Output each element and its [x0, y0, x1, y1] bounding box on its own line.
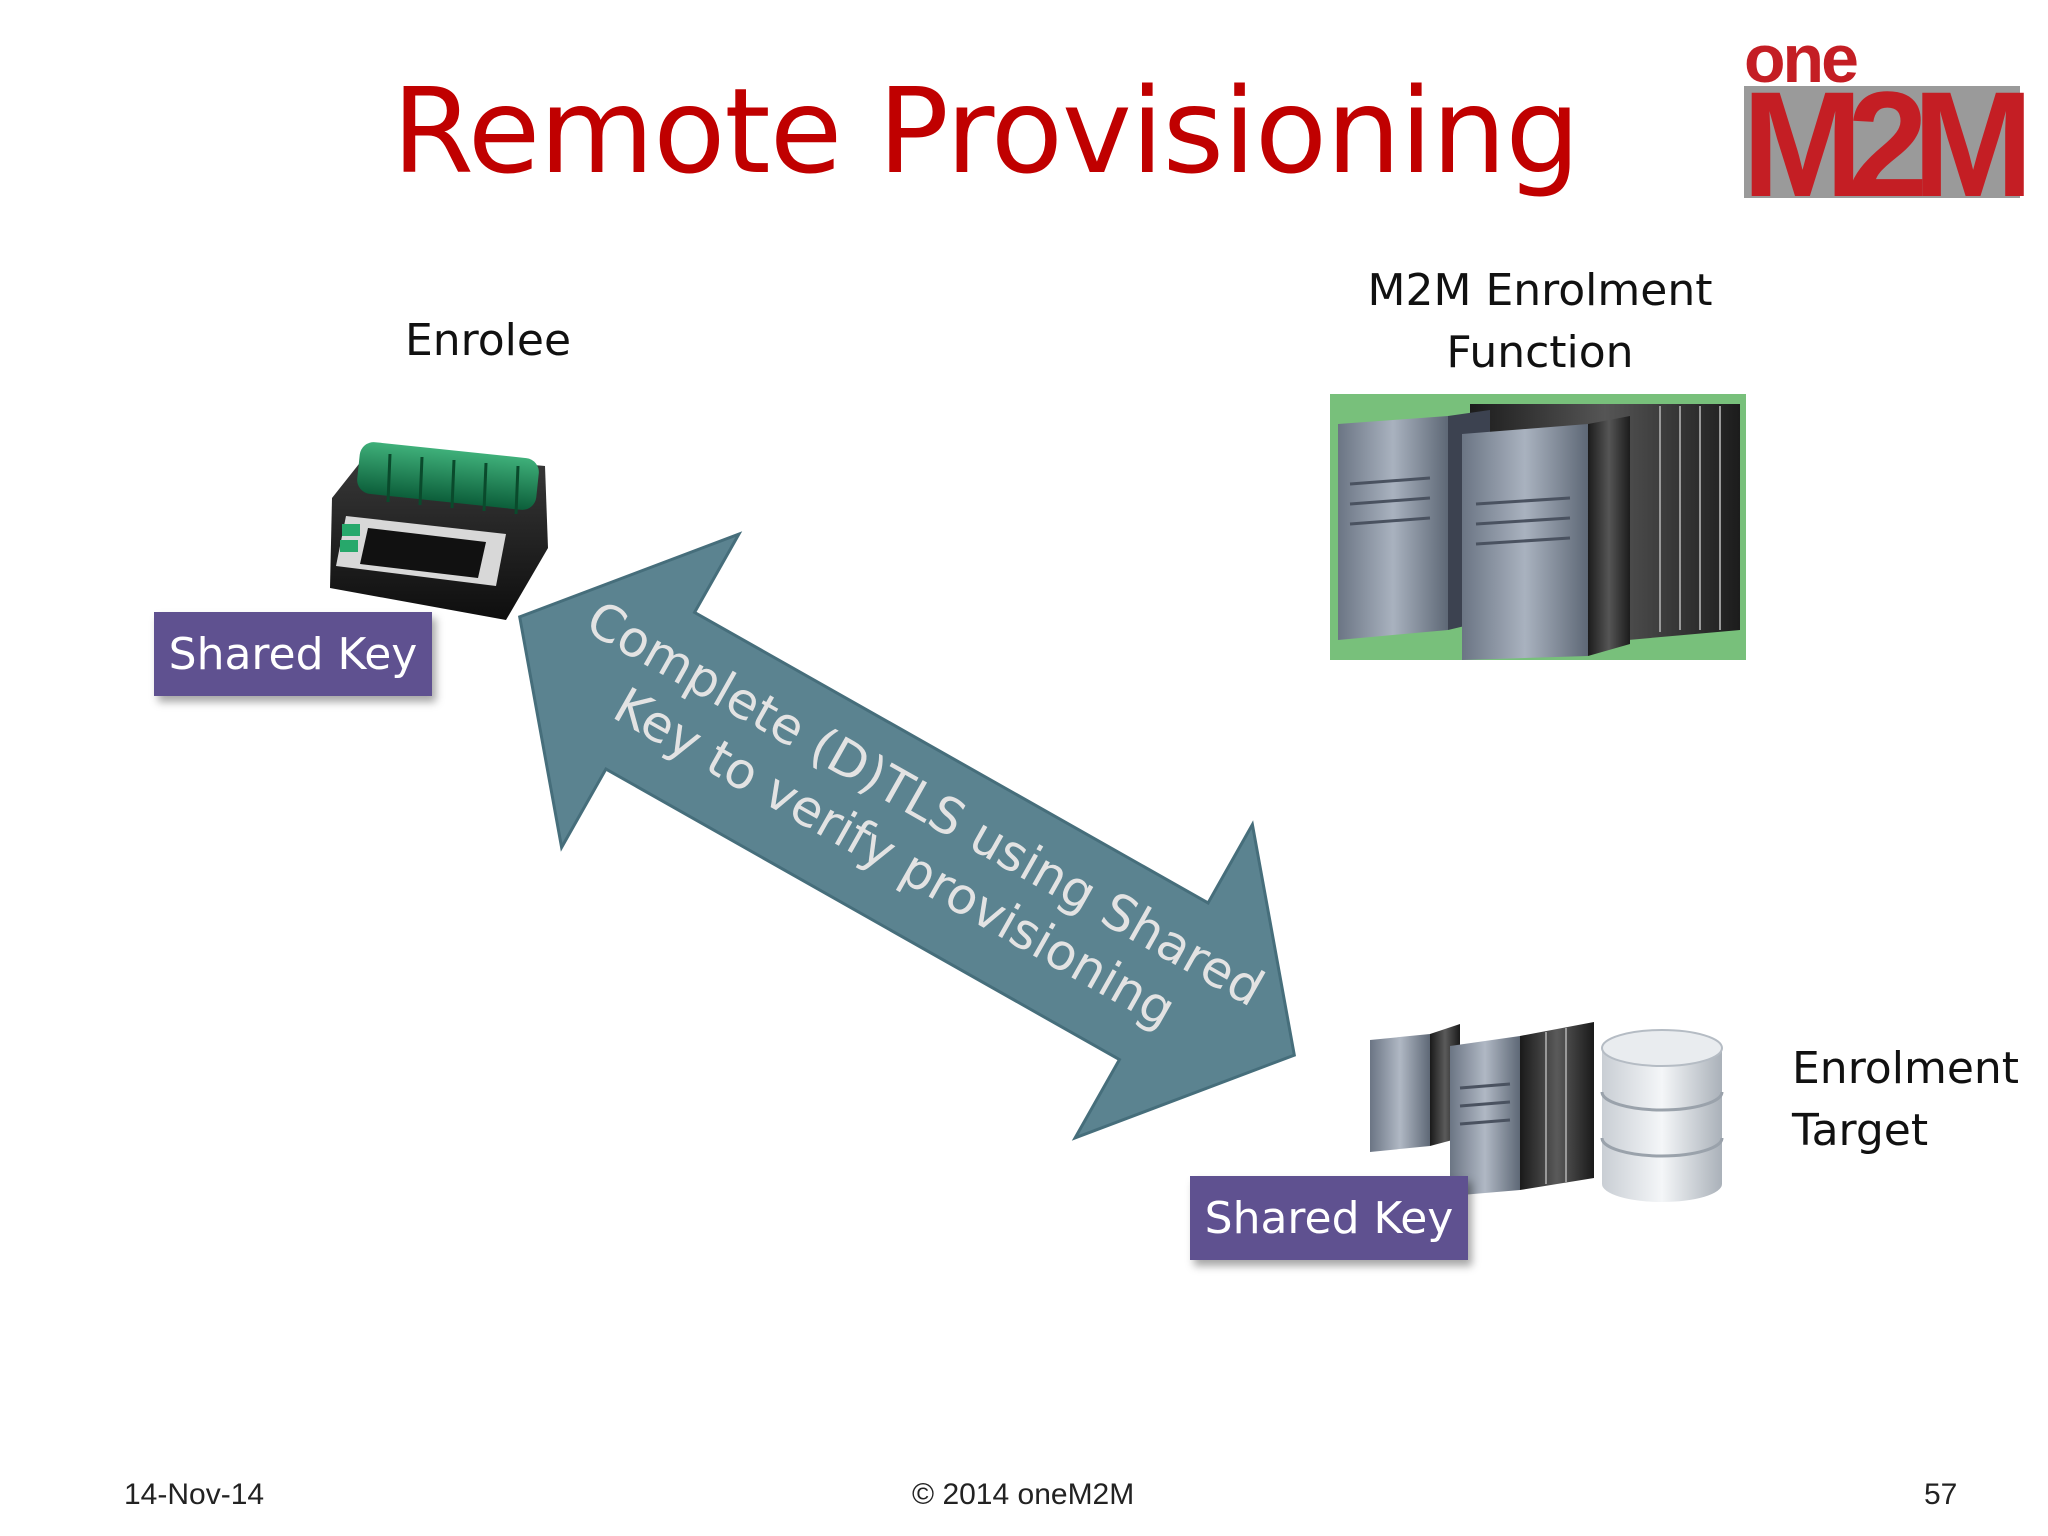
enrolment-target-label-line2: Target: [1792, 1105, 1929, 1156]
enrolment-function-label-line1: M2M Enrolment: [1367, 265, 1713, 316]
target-shared-key-box: Shared Key: [1190, 1176, 1468, 1260]
enrolee-label: Enrolee: [404, 315, 572, 366]
enrolment-target-label-line1: Enrolment: [1792, 1043, 2020, 1094]
enrolee-device-image: [310, 438, 560, 628]
footer-page-number: 57: [1924, 1478, 1958, 1511]
footer-date: 14-Nov-14: [124, 1478, 265, 1511]
provisioning-double-arrow: Complete (D)TLS using Shared Key to veri…: [514, 531, 1300, 1141]
enrolment-target-server-image: [1370, 1018, 1730, 1224]
enrolment-function-label: M2M Enrolment Function: [1340, 260, 1740, 384]
onem2m-logo: one M2M: [1742, 21, 2040, 228]
enrolee-shared-key-box: Shared Key: [154, 612, 432, 696]
footer-copyright: © 2014 oneM2M: [912, 1478, 1135, 1511]
enrolment-target-label: Enrolment Target: [1792, 1038, 2019, 1162]
enrolment-function-label-line2: Function: [1446, 327, 1634, 378]
logo-m2m-text: M2M: [1742, 60, 2024, 228]
enrolment-function-server-image: [1330, 394, 1746, 660]
logo-one-text: one: [1744, 21, 1857, 97]
slide-title: Remote Provisioning: [392, 62, 1580, 200]
arrow-shape: [517, 531, 1297, 1141]
